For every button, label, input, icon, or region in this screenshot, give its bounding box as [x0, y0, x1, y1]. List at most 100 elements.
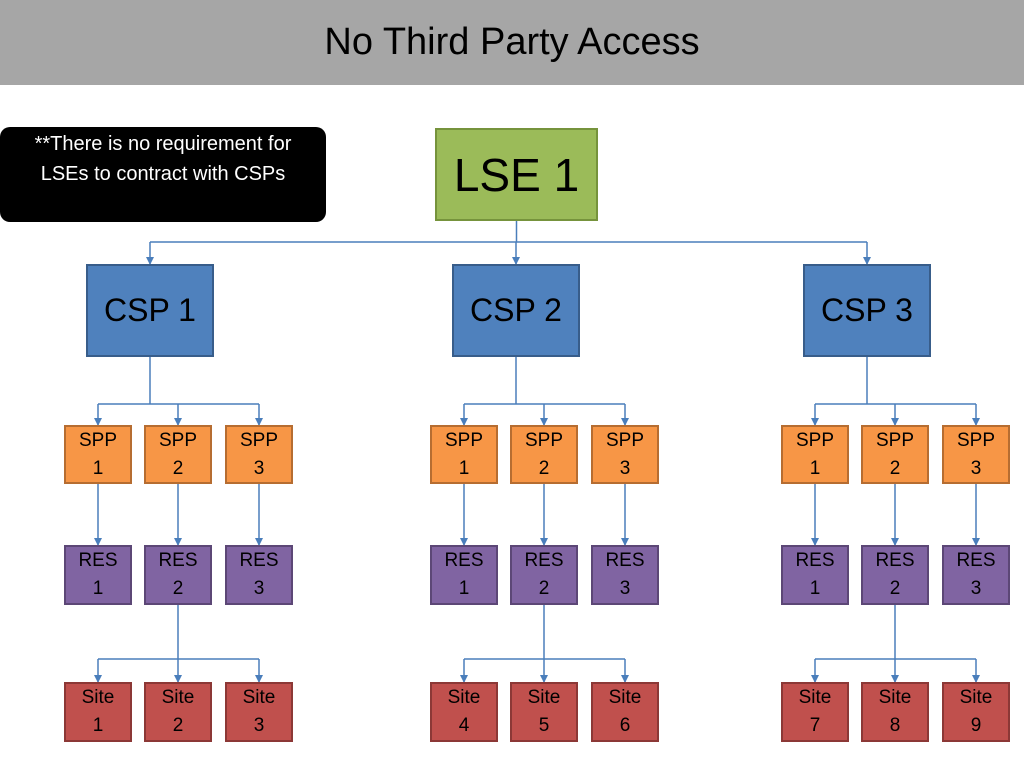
csp-2-res-2-box-text-line: 2	[538, 578, 550, 599]
csp-3-box: CSP 3	[803, 264, 931, 357]
csp-1-res-1-box-text-line: RES	[78, 550, 118, 571]
csp-2-site-2-box-label: Site 5	[528, 684, 561, 740]
csp-2-spp-2-box-text-line: SPP	[524, 429, 564, 451]
csp-1-spp-3-box-label: SPP 3	[240, 427, 278, 483]
csp-2-res-1-box-label: RES 1	[444, 547, 483, 603]
csp-2-site-2-box-text-line: Site	[527, 687, 561, 708]
csp-1-spp-3-box-text-line: 3	[253, 457, 265, 479]
csp-1-spp-1-box-text-line: SPP	[78, 429, 118, 451]
csp-1-spp-2-box-text-line: 2	[172, 457, 184, 479]
csp-2-res-3-box-label: RES 3	[605, 547, 644, 603]
csp-1-spp-2-box-label: SPP 2	[159, 427, 197, 483]
csp-2-site-3-box-text-line: Site	[608, 687, 642, 708]
csp-3-site-3-box-text-line: Site	[959, 687, 993, 708]
csp-1-box-text-line: CSP 1	[104, 292, 196, 328]
csp-3-res-1-box-label: RES 1	[795, 547, 834, 603]
csp-1-res-3-box: RES 3	[225, 545, 293, 605]
csp-2-res-3-box-text-line: 3	[619, 578, 631, 599]
csp-1-spp-3-box: SPP 3	[225, 425, 293, 484]
csp-2-box-text-line: CSP 2	[470, 292, 562, 328]
csp-1-res-2-box-text-line: 2	[172, 578, 184, 599]
csp-3-spp-2-box-text-line: SPP	[875, 429, 915, 451]
csp-2-spp-2-box-label: SPP 2	[525, 427, 563, 483]
csp-1-spp-1-box-label: SPP 1	[79, 427, 117, 483]
csp-1-res-3-box-text-line: RES	[239, 550, 279, 571]
csp-3-box-label: CSP 3	[821, 292, 913, 329]
csp-2-site-1-box-text-line: 4	[458, 715, 470, 736]
csp-1-spp-1-box: SPP 1	[64, 425, 132, 484]
csp-2-site-2-box-text-line: 5	[538, 715, 550, 736]
csp-1-spp-2-box-text-line: SPP	[158, 429, 198, 451]
csp-2-box-label: CSP 2	[470, 292, 562, 329]
csp-2-spp-1-box-label: SPP 1	[445, 427, 483, 483]
csp-1-spp-2-box: SPP 2	[144, 425, 212, 484]
csp-2-site-2-box: Site 5	[510, 682, 578, 742]
csp-2-site-1-box: Site 4	[430, 682, 498, 742]
csp-3-spp-1-box-text-line: SPP	[795, 429, 835, 451]
csp-1-res-3-box-label: RES 3	[239, 547, 278, 603]
csp-3-res-1-box-text-line: 1	[809, 578, 821, 599]
csp-2-res-3-box-text-line: RES	[605, 550, 645, 571]
csp-3-site-3-box: Site 9	[942, 682, 1010, 742]
csp-3-site-3-box-label: Site 9	[960, 684, 993, 740]
csp-3-res-3-box-text-line: RES	[956, 550, 996, 571]
csp-2-box: CSP 2	[452, 264, 580, 357]
csp-3-spp-2-box-label: SPP 2	[876, 427, 914, 483]
csp-3-res-2-box-text-line: RES	[875, 550, 915, 571]
csp-2-spp-2-box-text-line: 2	[538, 457, 550, 479]
csp-1-res-3-box-text-line: 3	[253, 578, 265, 599]
csp-1-site-3-box-text-line: 3	[253, 715, 265, 736]
csp-3-res-3-box-text-line: 3	[970, 578, 982, 599]
csp-1-spp-1-box-text-line: 1	[92, 457, 104, 479]
note-box: **There is no requirement for LSEs to co…	[0, 127, 326, 222]
csp-3-box-text-line: CSP 3	[821, 292, 913, 328]
csp-2-res-1-box-text-line: 1	[458, 578, 470, 599]
csp-2-spp-1-box-text-line: 1	[458, 457, 470, 479]
csp-1-site-3-box-label: Site 3	[243, 684, 276, 740]
csp-1-site-1-box-text-line: 1	[92, 715, 104, 736]
csp-3-res-3-box-label: RES 3	[956, 547, 995, 603]
page-title: No Third Party Access	[324, 21, 700, 63]
csp-3-res-3-box: RES 3	[942, 545, 1010, 605]
csp-3-res-1-box-text-line: RES	[795, 550, 835, 571]
csp-1-site-2-box-text-line: Site	[161, 687, 195, 708]
csp-3-site-1-box-text-line: Site	[798, 687, 832, 708]
lse-box-text-line: LSE 1	[453, 148, 580, 201]
csp-2-site-1-box-text-line: Site	[447, 687, 481, 708]
csp-3-spp-3-box-text-line: SPP	[956, 429, 996, 451]
csp-2-spp-1-box: SPP 1	[430, 425, 498, 484]
csp-3-site-3-box-text-line: 9	[970, 715, 982, 736]
csp-2-res-1-box-text-line: RES	[444, 550, 484, 571]
csp-3-site-2-box-text-line: 8	[889, 715, 901, 736]
csp-1-spp-3-box-text-line: SPP	[239, 429, 279, 451]
csp-3-spp-2-box-text-line: 2	[889, 457, 901, 479]
csp-3-spp-2-box: SPP 2	[861, 425, 929, 484]
csp-2-spp-1-box-text-line: SPP	[444, 429, 484, 451]
csp-2-site-1-box-label: Site 4	[448, 684, 481, 740]
csp-1-site-3-box-text-line: Site	[242, 687, 276, 708]
csp-1-box: CSP 1	[86, 264, 214, 357]
csp-1-box-label: CSP 1	[104, 292, 196, 329]
lse-box-label: LSE 1	[454, 148, 579, 202]
